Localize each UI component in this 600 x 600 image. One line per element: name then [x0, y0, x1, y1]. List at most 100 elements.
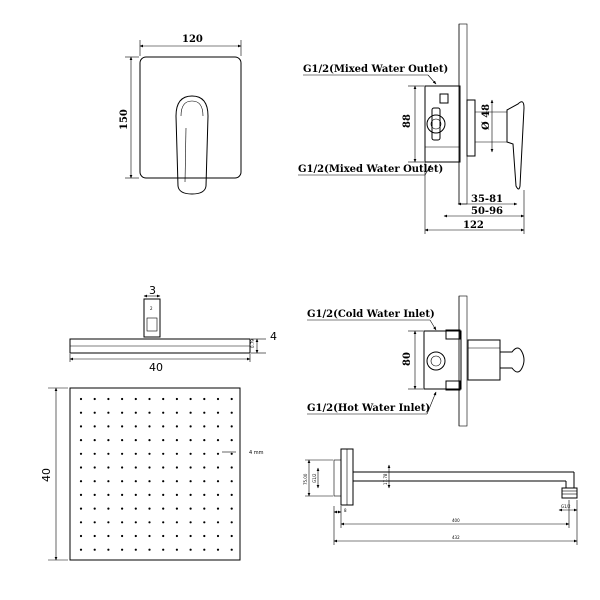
nozzle-dot [148, 411, 151, 414]
top-outlet-label: G1/2(Mixed Water Outlet) [303, 64, 448, 75]
wall-hatch-2 [458, 295, 468, 427]
nozzle-dot [107, 397, 110, 401]
head-inner-label: 0.79 [250, 339, 255, 348]
nozzle-dot [230, 493, 233, 496]
nozzle-dot [189, 493, 192, 496]
nozzle-dot [107, 411, 110, 414]
arm-length-label: 400 [452, 518, 460, 523]
nozzle-dot [189, 534, 192, 538]
nozzle-dot [107, 534, 110, 538]
nozzle-dot [189, 507, 192, 510]
nozzle-dot [189, 548, 192, 551]
nozzle-dot [134, 493, 137, 496]
nozzle-dot [93, 452, 96, 455]
nozzle-dot [93, 507, 96, 510]
nozzle-dot [79, 397, 83, 401]
nozzle-dot [79, 521, 83, 524]
nozzle-dot [162, 507, 165, 510]
nozzle-dot [79, 507, 83, 510]
nozzle-dot [162, 534, 165, 538]
arm-flange-thread-label: G1/2 [312, 473, 317, 483]
bottom-outlet-label: G1/2(Mixed Water Outlet) [298, 164, 443, 175]
nozzle-dot [93, 425, 96, 428]
nozzle-dot [121, 452, 124, 455]
nozzle-dot [216, 411, 220, 414]
nozzle-dot [175, 439, 178, 442]
nozzle-dot [230, 425, 233, 428]
nozzle-dot [148, 397, 151, 401]
mixer-lever [506, 101, 525, 190]
shower-head-plan-view: 40 4 mm [40, 387, 264, 561]
inlet-body-height-label: 80 [402, 352, 413, 366]
nozzle-dot [107, 548, 110, 551]
nozzle-dot [121, 521, 124, 524]
nozzle-dot [203, 548, 206, 551]
nozzle-dot [134, 521, 137, 524]
nozzle-dot [189, 521, 192, 524]
nozzle-dot [216, 507, 220, 510]
nozzle-dot [93, 397, 96, 401]
nozzle-dot [175, 397, 178, 401]
nozzle-dot [216, 480, 220, 483]
nozzle-dot [203, 521, 206, 524]
nozzle-dot [93, 521, 96, 524]
nozzle-dot [189, 466, 192, 469]
nozzle-dot [121, 397, 124, 401]
nozzle-dot [121, 411, 124, 414]
nozzle-dot [134, 480, 137, 483]
nozzle-dot [162, 548, 165, 551]
nozzle-dot [203, 534, 206, 538]
nozzle-dot [216, 521, 220, 524]
nozzle-dot [203, 411, 206, 414]
nozzle-dot [203, 452, 206, 455]
depth-range-1-label: 35-81 [471, 194, 503, 205]
nozzle-dot [203, 439, 206, 442]
mixer-handle [175, 95, 209, 195]
arm-wall-gap-label: 8 [344, 508, 347, 513]
depth-range-2-label: 50-96 [471, 206, 503, 217]
nozzle-dot [216, 466, 220, 469]
nozzle-dot [175, 452, 178, 455]
nozzle-dot [189, 439, 192, 442]
nozzle-dot [189, 480, 192, 483]
head-square [69, 387, 241, 561]
nozzle-dot [162, 466, 165, 469]
nozzle-dot [230, 521, 233, 524]
nozzle-dot [134, 425, 137, 428]
nozzle-dot [162, 480, 165, 483]
mixer-height-label: 150 [119, 109, 130, 130]
nozzle-dot [107, 425, 110, 428]
nozzle-dot [148, 480, 151, 483]
nozzle-dot [107, 521, 110, 524]
nozzle-dot [107, 480, 110, 483]
nozzle-spacing-label: 4 mm [249, 450, 264, 456]
nozzle-dot [189, 397, 192, 401]
nozzle-dot [121, 439, 124, 442]
mixer-diameter-label: Ø 48 [481, 104, 492, 130]
nozzle-dot [93, 493, 96, 496]
nozzle-dot [107, 507, 110, 510]
nozzle-dot [230, 507, 233, 510]
nozzle-dot [134, 534, 137, 538]
nozzle-dot [148, 439, 151, 442]
nozzle-dot [79, 425, 83, 428]
nozzle-dot [162, 452, 165, 455]
nozzle-dot [134, 439, 137, 442]
nozzle-dot [79, 411, 83, 414]
nozzle-dot [79, 534, 83, 538]
nozzle-dot [79, 439, 83, 442]
nozzle-dot [203, 397, 206, 401]
nozzle-dot [230, 439, 233, 442]
mixer-cover-plate [139, 56, 242, 179]
nozzle-dot [216, 452, 220, 455]
nozzle-dot [93, 439, 96, 442]
mixer-side-view: Ø 48 88 G1/2(Mixed Water Outlet) G1/2(Mi… [298, 23, 525, 234]
nozzle-dot [148, 425, 151, 428]
nozzle-dot [175, 411, 178, 414]
nozzle-dot [134, 452, 137, 455]
nozzle-dot [230, 411, 233, 414]
nozzle-dot [134, 548, 137, 551]
nozzle-dot [93, 480, 96, 483]
nozzle-dot [162, 521, 165, 524]
shower-head-side-view: 2 3 0.79 4 40 [69, 284, 277, 374]
